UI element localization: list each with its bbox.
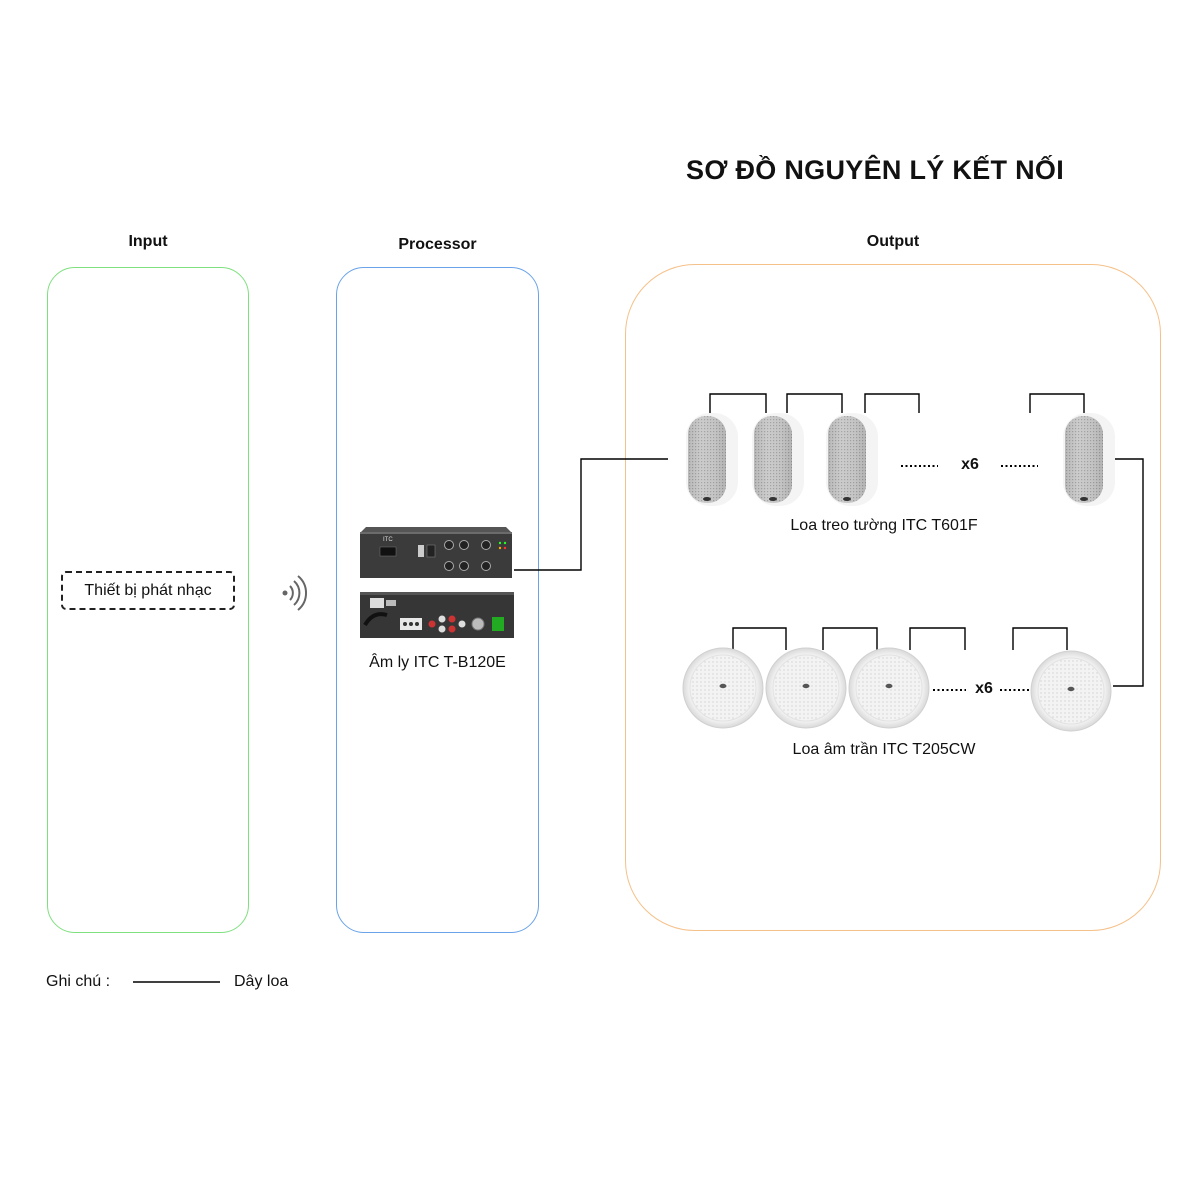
wall-speaker-image xyxy=(1063,413,1115,506)
music-player-label: Thiết bị phát nhạc xyxy=(84,581,212,599)
processor-column-label: Processor xyxy=(398,236,477,253)
amplifier-front-image: ITC xyxy=(360,527,512,578)
legend-prefix: Ghi chú : xyxy=(46,973,111,990)
diagram-title: SƠ ĐỒ NGUYÊN LÝ KẾT NỐI xyxy=(686,155,1064,185)
amplifier-rear-image xyxy=(360,592,514,638)
ceiling-speaker-multiplier: x6 xyxy=(975,680,993,697)
processor-panel xyxy=(336,267,539,933)
wall-speaker-multiplier: x6 xyxy=(961,456,979,473)
music-player-device: Thiết bị phát nhạc xyxy=(61,571,235,610)
wall-speaker-group xyxy=(686,413,1115,506)
output-panel xyxy=(625,264,1161,931)
output-column-label: Output xyxy=(866,233,920,250)
amp-brand-text: ITC xyxy=(383,537,393,543)
wall-speaker-image xyxy=(752,413,804,506)
wall-speaker-caption: Loa treo tường ITC T601F xyxy=(790,517,978,534)
ceiling-speaker-group xyxy=(682,647,1112,732)
wall-speaker-image xyxy=(826,413,878,506)
ceiling-speaker-image xyxy=(765,647,847,729)
wireless-signal-icon xyxy=(282,575,308,611)
ceiling-speaker-caption: Loa âm trần ITC T205CW xyxy=(792,741,976,758)
ceiling-speaker-image xyxy=(848,647,930,729)
wall-speaker-image xyxy=(686,413,738,506)
continuation-dots xyxy=(901,465,1038,691)
input-panel xyxy=(47,267,249,933)
input-column-label: Input xyxy=(128,233,168,250)
amplifier-caption: Âm ly ITC T-B120E xyxy=(369,654,506,671)
speaker-cables xyxy=(514,393,1144,687)
ceiling-speaker-image xyxy=(1030,650,1112,732)
ceiling-speaker-image xyxy=(682,647,764,729)
legend-item-label: Dây loa xyxy=(234,973,289,990)
